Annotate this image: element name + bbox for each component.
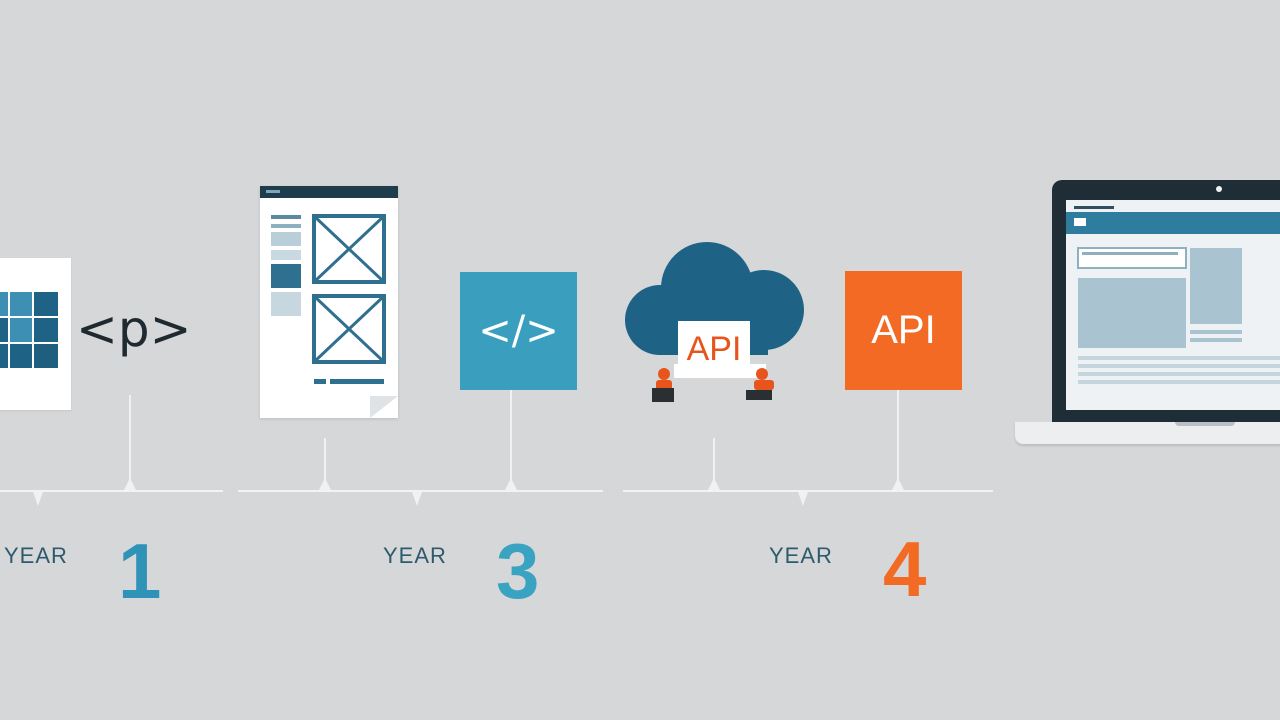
timeline-segment-2 bbox=[238, 490, 603, 492]
connector-foot bbox=[505, 478, 517, 490]
year-label: YEAR bbox=[769, 543, 833, 568]
year-label: YEAR bbox=[383, 543, 447, 568]
laptop-hinge bbox=[1175, 422, 1235, 426]
connector-foot bbox=[708, 478, 720, 490]
connector-stem bbox=[510, 390, 512, 490]
timeline-notch bbox=[798, 492, 808, 506]
year-label: YEAR bbox=[4, 543, 68, 568]
wireframe-document-icon bbox=[266, 190, 398, 418]
connector-stem bbox=[129, 395, 131, 490]
laptop-camera bbox=[1216, 186, 1222, 192]
laptop-icon bbox=[1052, 180, 1280, 422]
api-icon: API bbox=[845, 271, 962, 390]
connector-stem bbox=[713, 438, 715, 490]
paragraph-tag-label: <p> bbox=[76, 300, 192, 358]
connector-stem bbox=[897, 390, 899, 490]
code-icon: </> bbox=[460, 272, 577, 390]
year-number: 1 bbox=[118, 527, 162, 615]
windows-grid-icon bbox=[0, 292, 58, 368]
webpage-wireframe-icon bbox=[1066, 206, 1280, 384]
timeline-segment-1 bbox=[0, 490, 223, 492]
timeline-notch bbox=[412, 492, 422, 506]
wireframe-document bbox=[260, 186, 398, 418]
year-number: 4 bbox=[883, 525, 927, 613]
document-header-bar bbox=[260, 186, 398, 198]
connector-foot bbox=[124, 478, 136, 490]
people-icon bbox=[652, 364, 774, 402]
timeline-segment-3 bbox=[623, 490, 993, 492]
connector-foot bbox=[319, 478, 331, 490]
laptop-base bbox=[1015, 422, 1280, 444]
timeline-notch bbox=[33, 492, 43, 506]
windows-card bbox=[0, 258, 71, 410]
connector-stem bbox=[324, 438, 326, 490]
laptop-display bbox=[1066, 200, 1280, 410]
year-number: 3 bbox=[496, 527, 540, 615]
connector-foot bbox=[892, 478, 904, 490]
